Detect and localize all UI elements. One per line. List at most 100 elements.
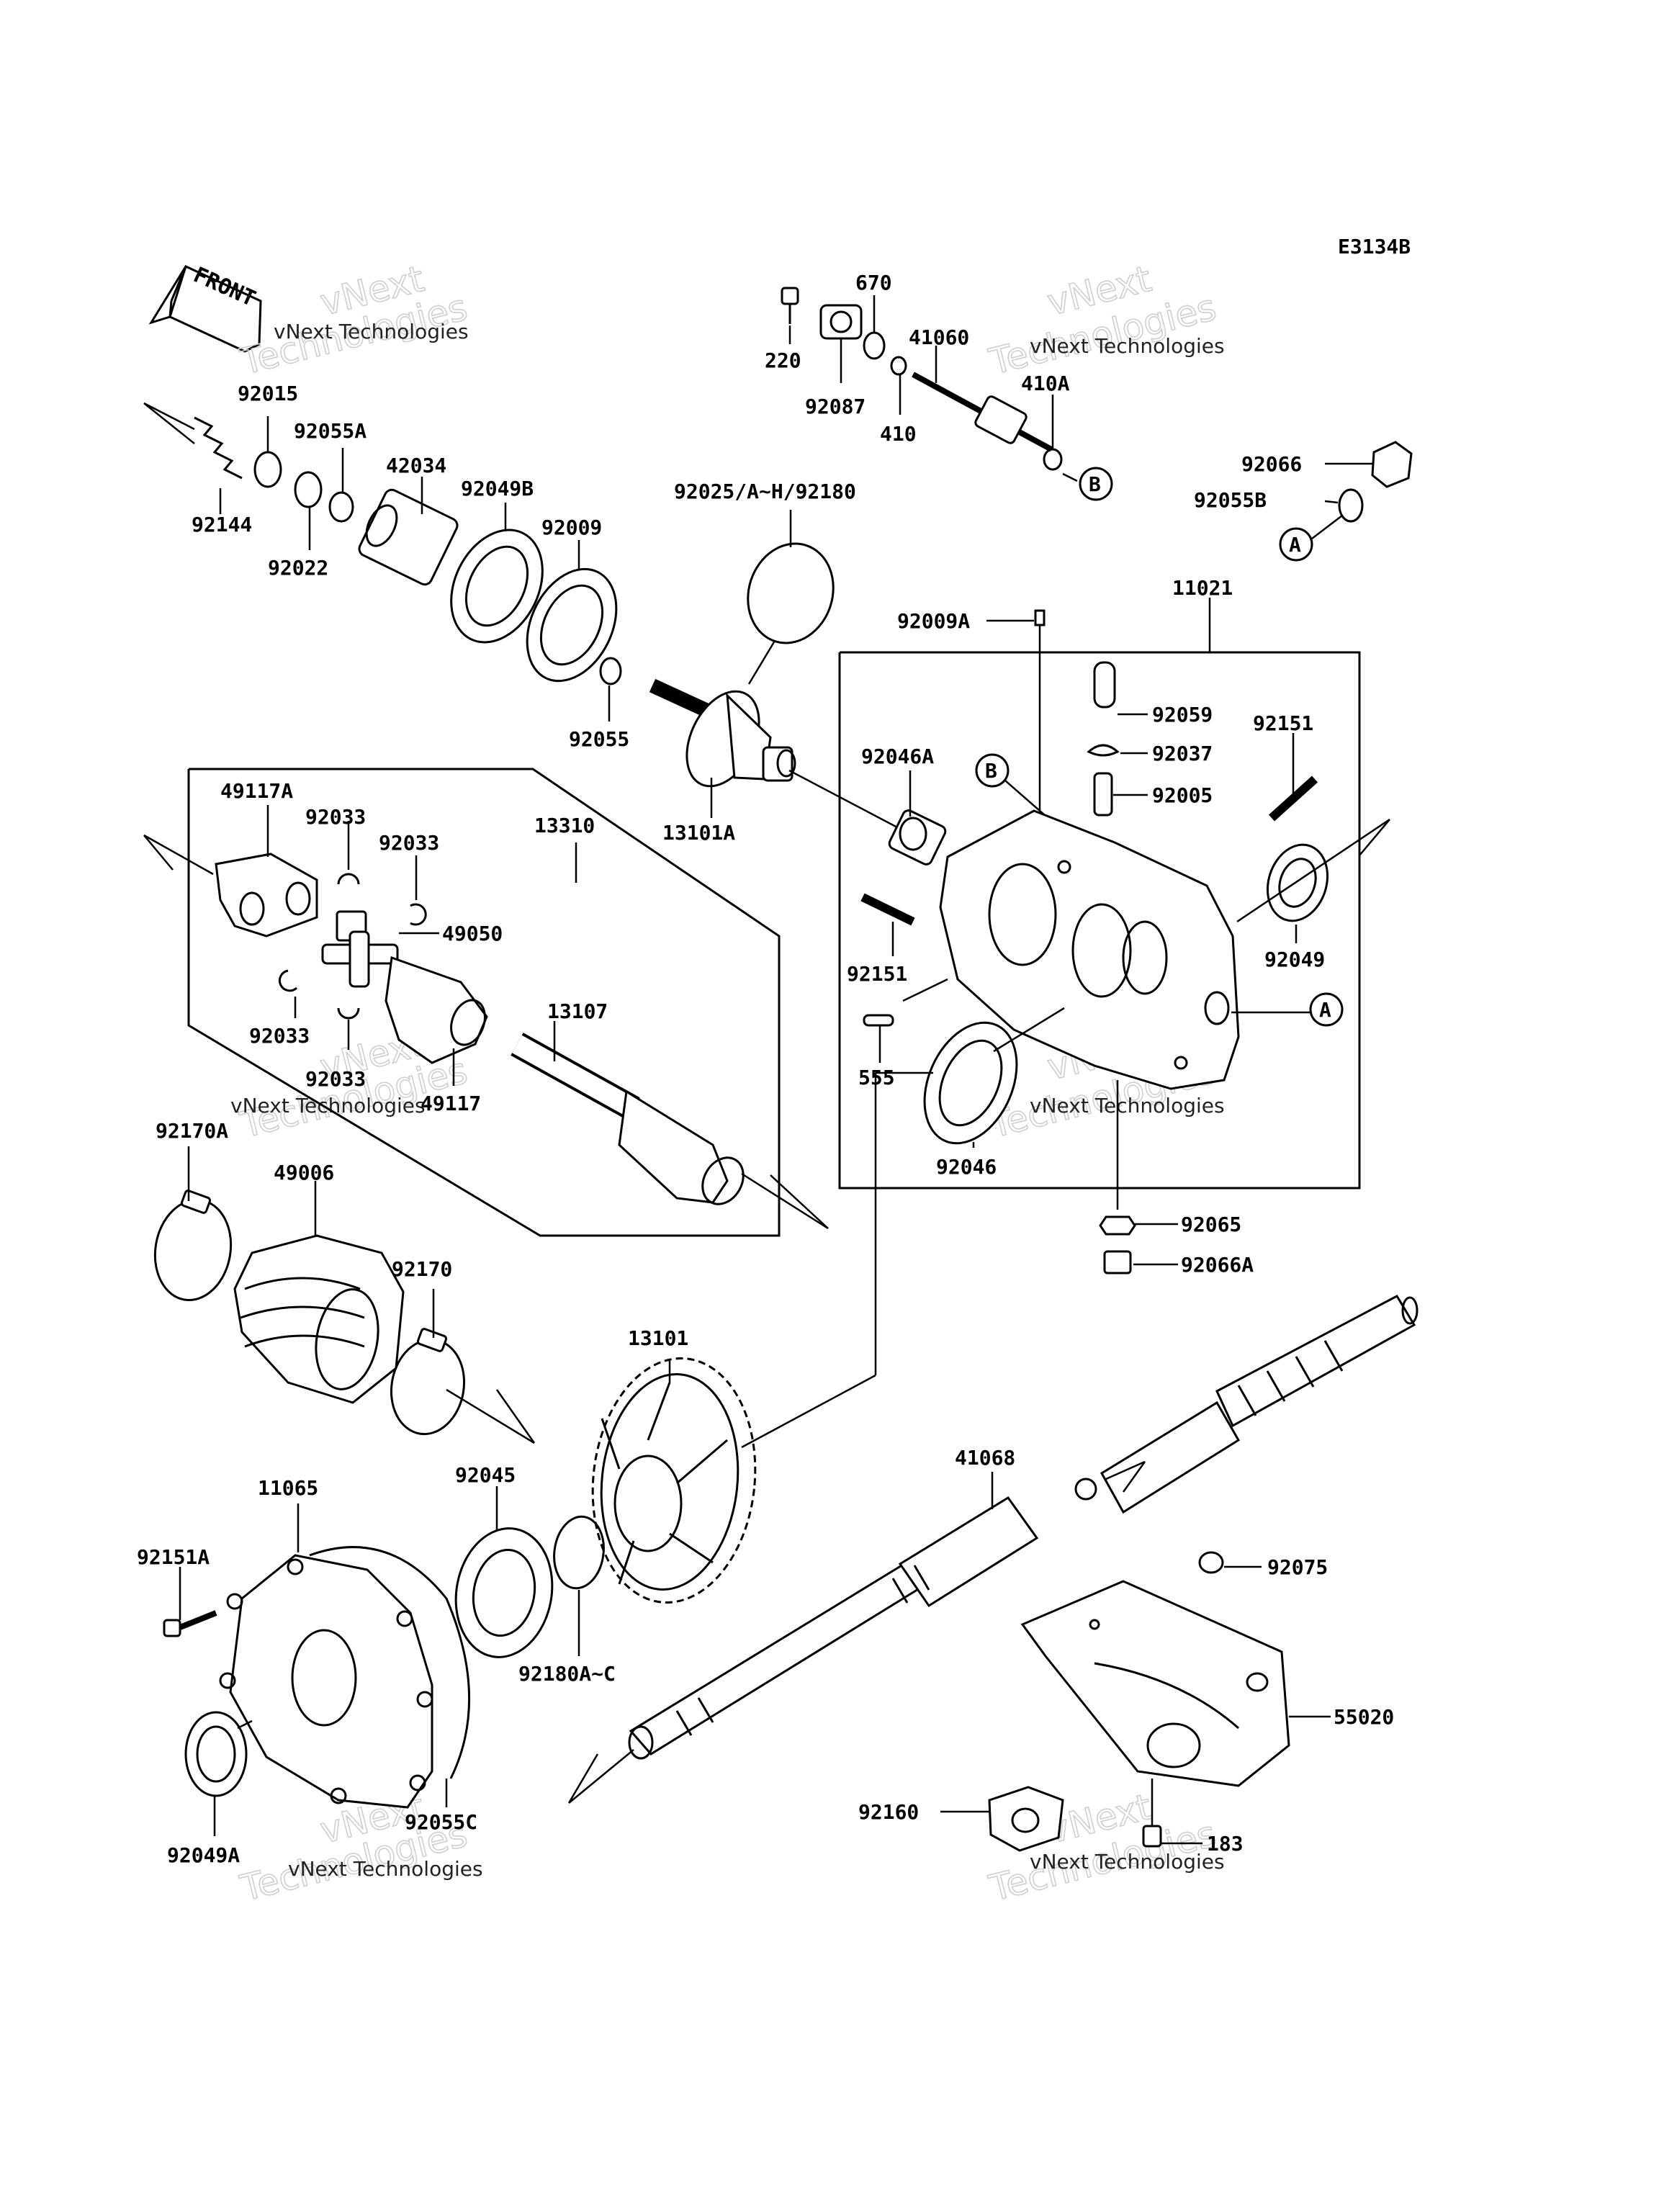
washer-92022	[294, 471, 323, 508]
part-label: 92033	[379, 831, 439, 855]
part-label: 670	[855, 271, 892, 295]
diagram-code: E3134B	[1338, 235, 1411, 258]
callout-a-housing: A	[1231, 992, 1344, 1027]
part-label: 13101	[628, 1326, 688, 1350]
svg-text:vNext Technologies: vNext Technologies	[1030, 334, 1225, 358]
part-label: 41068	[955, 1446, 1015, 1470]
part-label: 92037	[1152, 742, 1213, 765]
part-label: 92022	[268, 556, 328, 580]
bearing-92045	[454, 1527, 554, 1658]
part-label: 92170A	[156, 1119, 228, 1143]
arrow-right-shaft-bottom	[1105, 1460, 1146, 1493]
gear-41060	[912, 372, 1053, 452]
part-label: 92066A	[1181, 1253, 1254, 1277]
stud-92151-mid	[860, 893, 915, 956]
part-label: 410	[880, 422, 917, 446]
part-label: 92049	[1264, 948, 1325, 971]
part-label: 49006	[274, 1161, 334, 1184]
arrow-right-shaft	[741, 1172, 829, 1230]
seal-92009	[526, 567, 618, 683]
part-label: 92075	[1267, 1555, 1328, 1579]
part-label: 13101A	[662, 821, 735, 845]
shaft-frame	[187, 768, 781, 1237]
part-label: 92009A	[897, 609, 970, 633]
washer-410	[890, 356, 907, 376]
part-label: 92049A	[167, 1843, 240, 1867]
callout-b-housing: B	[975, 753, 1052, 822]
part-label: 11021	[1172, 576, 1233, 600]
part-label: 92033	[249, 1024, 310, 1048]
part-label: 42034	[386, 454, 446, 477]
clamp-92170	[390, 1328, 466, 1436]
part-label: 183	[1207, 1832, 1244, 1856]
part-label: 92066	[1241, 452, 1302, 476]
guard-55020	[1020, 1580, 1290, 1787]
part-label: 11065	[258, 1476, 318, 1500]
part-label: 410A	[1021, 372, 1070, 395]
o-ring-92055b	[1338, 488, 1364, 523]
svg-text:A: A	[1289, 533, 1301, 557]
part-label: 92059	[1152, 703, 1213, 727]
seal-92049	[1266, 843, 1329, 922]
arrow-right-boot	[446, 1388, 536, 1444]
holder-92087	[819, 304, 863, 340]
svg-text:B: B	[985, 759, 997, 783]
part-label: 92055C	[405, 1810, 477, 1834]
svg-text:B: B	[1089, 472, 1101, 496]
cross-joint-49050	[321, 910, 399, 988]
bearing-92046	[923, 1021, 1018, 1145]
pin-555	[863, 1014, 894, 1063]
part-label: 92160	[858, 1800, 919, 1824]
part-label: 92065	[1181, 1213, 1241, 1236]
seal-92049a	[184, 1711, 253, 1797]
coupling-42034	[358, 488, 459, 586]
part-label: 49117A	[220, 779, 293, 803]
part-label: 92033	[305, 1067, 366, 1091]
part-label: 92151	[1253, 711, 1313, 735]
part-label: 92015	[238, 382, 298, 405]
ring-gear-13101	[591, 1357, 757, 1604]
bolt-220	[781, 287, 799, 324]
svg-text:vNext Technologies: vNext Technologies	[288, 1857, 483, 1881]
nut-92015	[253, 451, 282, 488]
part-label: 92046	[936, 1155, 997, 1179]
pinion-gear-13101a	[649, 678, 796, 788]
washer-92065	[1099, 1215, 1136, 1236]
part-label: 555	[858, 1066, 895, 1089]
part-label: 13107	[547, 999, 608, 1023]
part-label: 92009	[541, 516, 602, 539]
callout-b: B	[1079, 467, 1113, 501]
part-label: 92033	[305, 805, 366, 829]
circlips-92033	[278, 873, 427, 1020]
arrow-left-shaft	[143, 834, 214, 876]
part-label: 49117	[421, 1092, 481, 1115]
part-label: 92151	[847, 962, 907, 986]
part-label: 92087	[805, 395, 866, 418]
bolt-183	[1142, 1779, 1202, 1848]
svg-text:vNext Technologies: vNext Technologies	[1030, 1850, 1225, 1874]
housing-frame	[838, 651, 1361, 1190]
cover-11065	[219, 1554, 433, 1809]
boot-49006	[233, 1234, 405, 1404]
part-label: 92055B	[1194, 488, 1267, 512]
stud-92151-top	[1268, 733, 1318, 822]
bearing-92046a	[888, 809, 947, 866]
washer-410a	[1043, 448, 1063, 471]
svg-text:vNext Technologies: vNext Technologies	[230, 1094, 426, 1118]
shim-92180a	[553, 1515, 605, 1590]
part-label: 92045	[455, 1463, 516, 1487]
part-label: 92055	[569, 727, 629, 751]
part-label: 92055A	[294, 419, 367, 443]
part-label: 92005	[1152, 783, 1213, 807]
svg-text:vNext Technologies: vNext Technologies	[274, 320, 469, 343]
o-ring-92055a	[328, 491, 354, 523]
svg-text:vNext Technologies: vNext Technologies	[1030, 1094, 1225, 1118]
spring-92144	[194, 416, 243, 480]
plug-92075	[1198, 1551, 1262, 1574]
collar-92160	[940, 1786, 1064, 1852]
part-label: 92144	[192, 513, 252, 536]
part-label: 92170	[392, 1257, 452, 1281]
o-ring-670	[863, 331, 886, 360]
bearing-92049b	[450, 529, 544, 644]
